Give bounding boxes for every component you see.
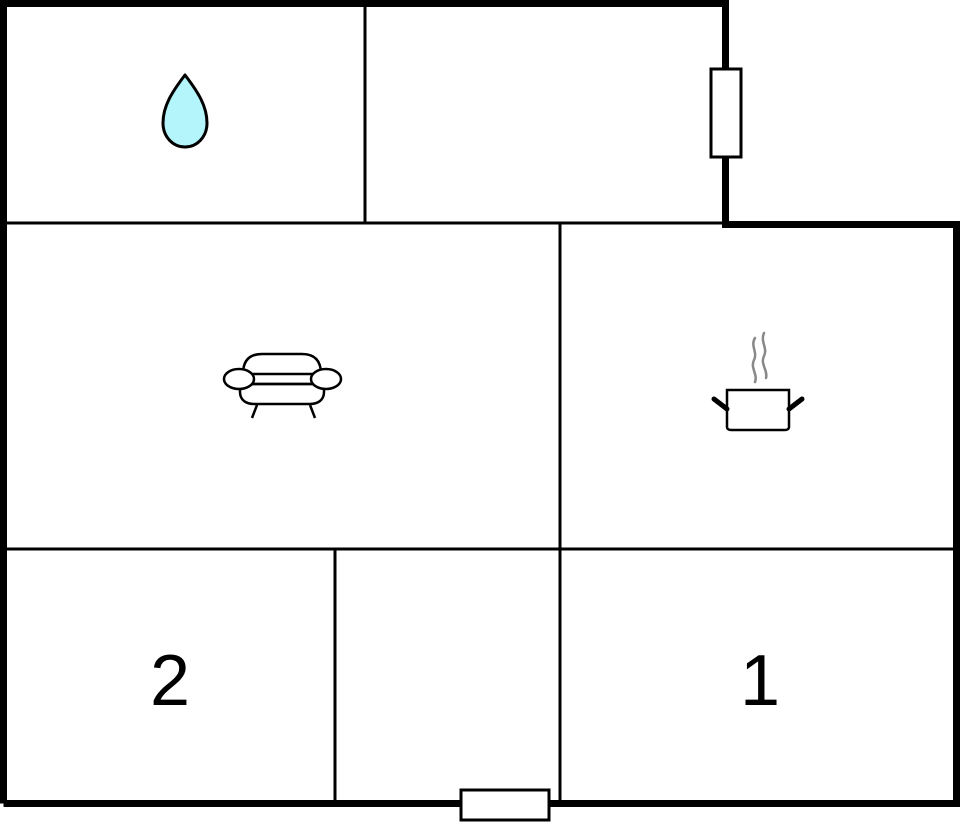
water-drop-icon [161, 73, 209, 149]
room-kitchen [562, 228, 953, 548]
room-bedroom-2 [7, 551, 334, 800]
room-bedroom-1 [562, 551, 953, 800]
room-label-bedroom-2: 2 [149, 641, 191, 721]
room-bathroom [7, 7, 364, 222]
sofa-icon [222, 352, 343, 419]
room-entry [337, 551, 559, 800]
door-icon [459, 788, 551, 822]
door-icon [709, 67, 743, 159]
interior-walls [7, 7, 953, 800]
room-living-room [7, 225, 559, 548]
cooking-pot-icon [711, 331, 805, 432]
room-label-bedroom-1: 1 [739, 641, 781, 721]
outer-walls [0, 0, 960, 807]
door-bottom [459, 788, 551, 822]
door-right-upper [709, 67, 743, 159]
room-hallway-top [367, 7, 722, 222]
